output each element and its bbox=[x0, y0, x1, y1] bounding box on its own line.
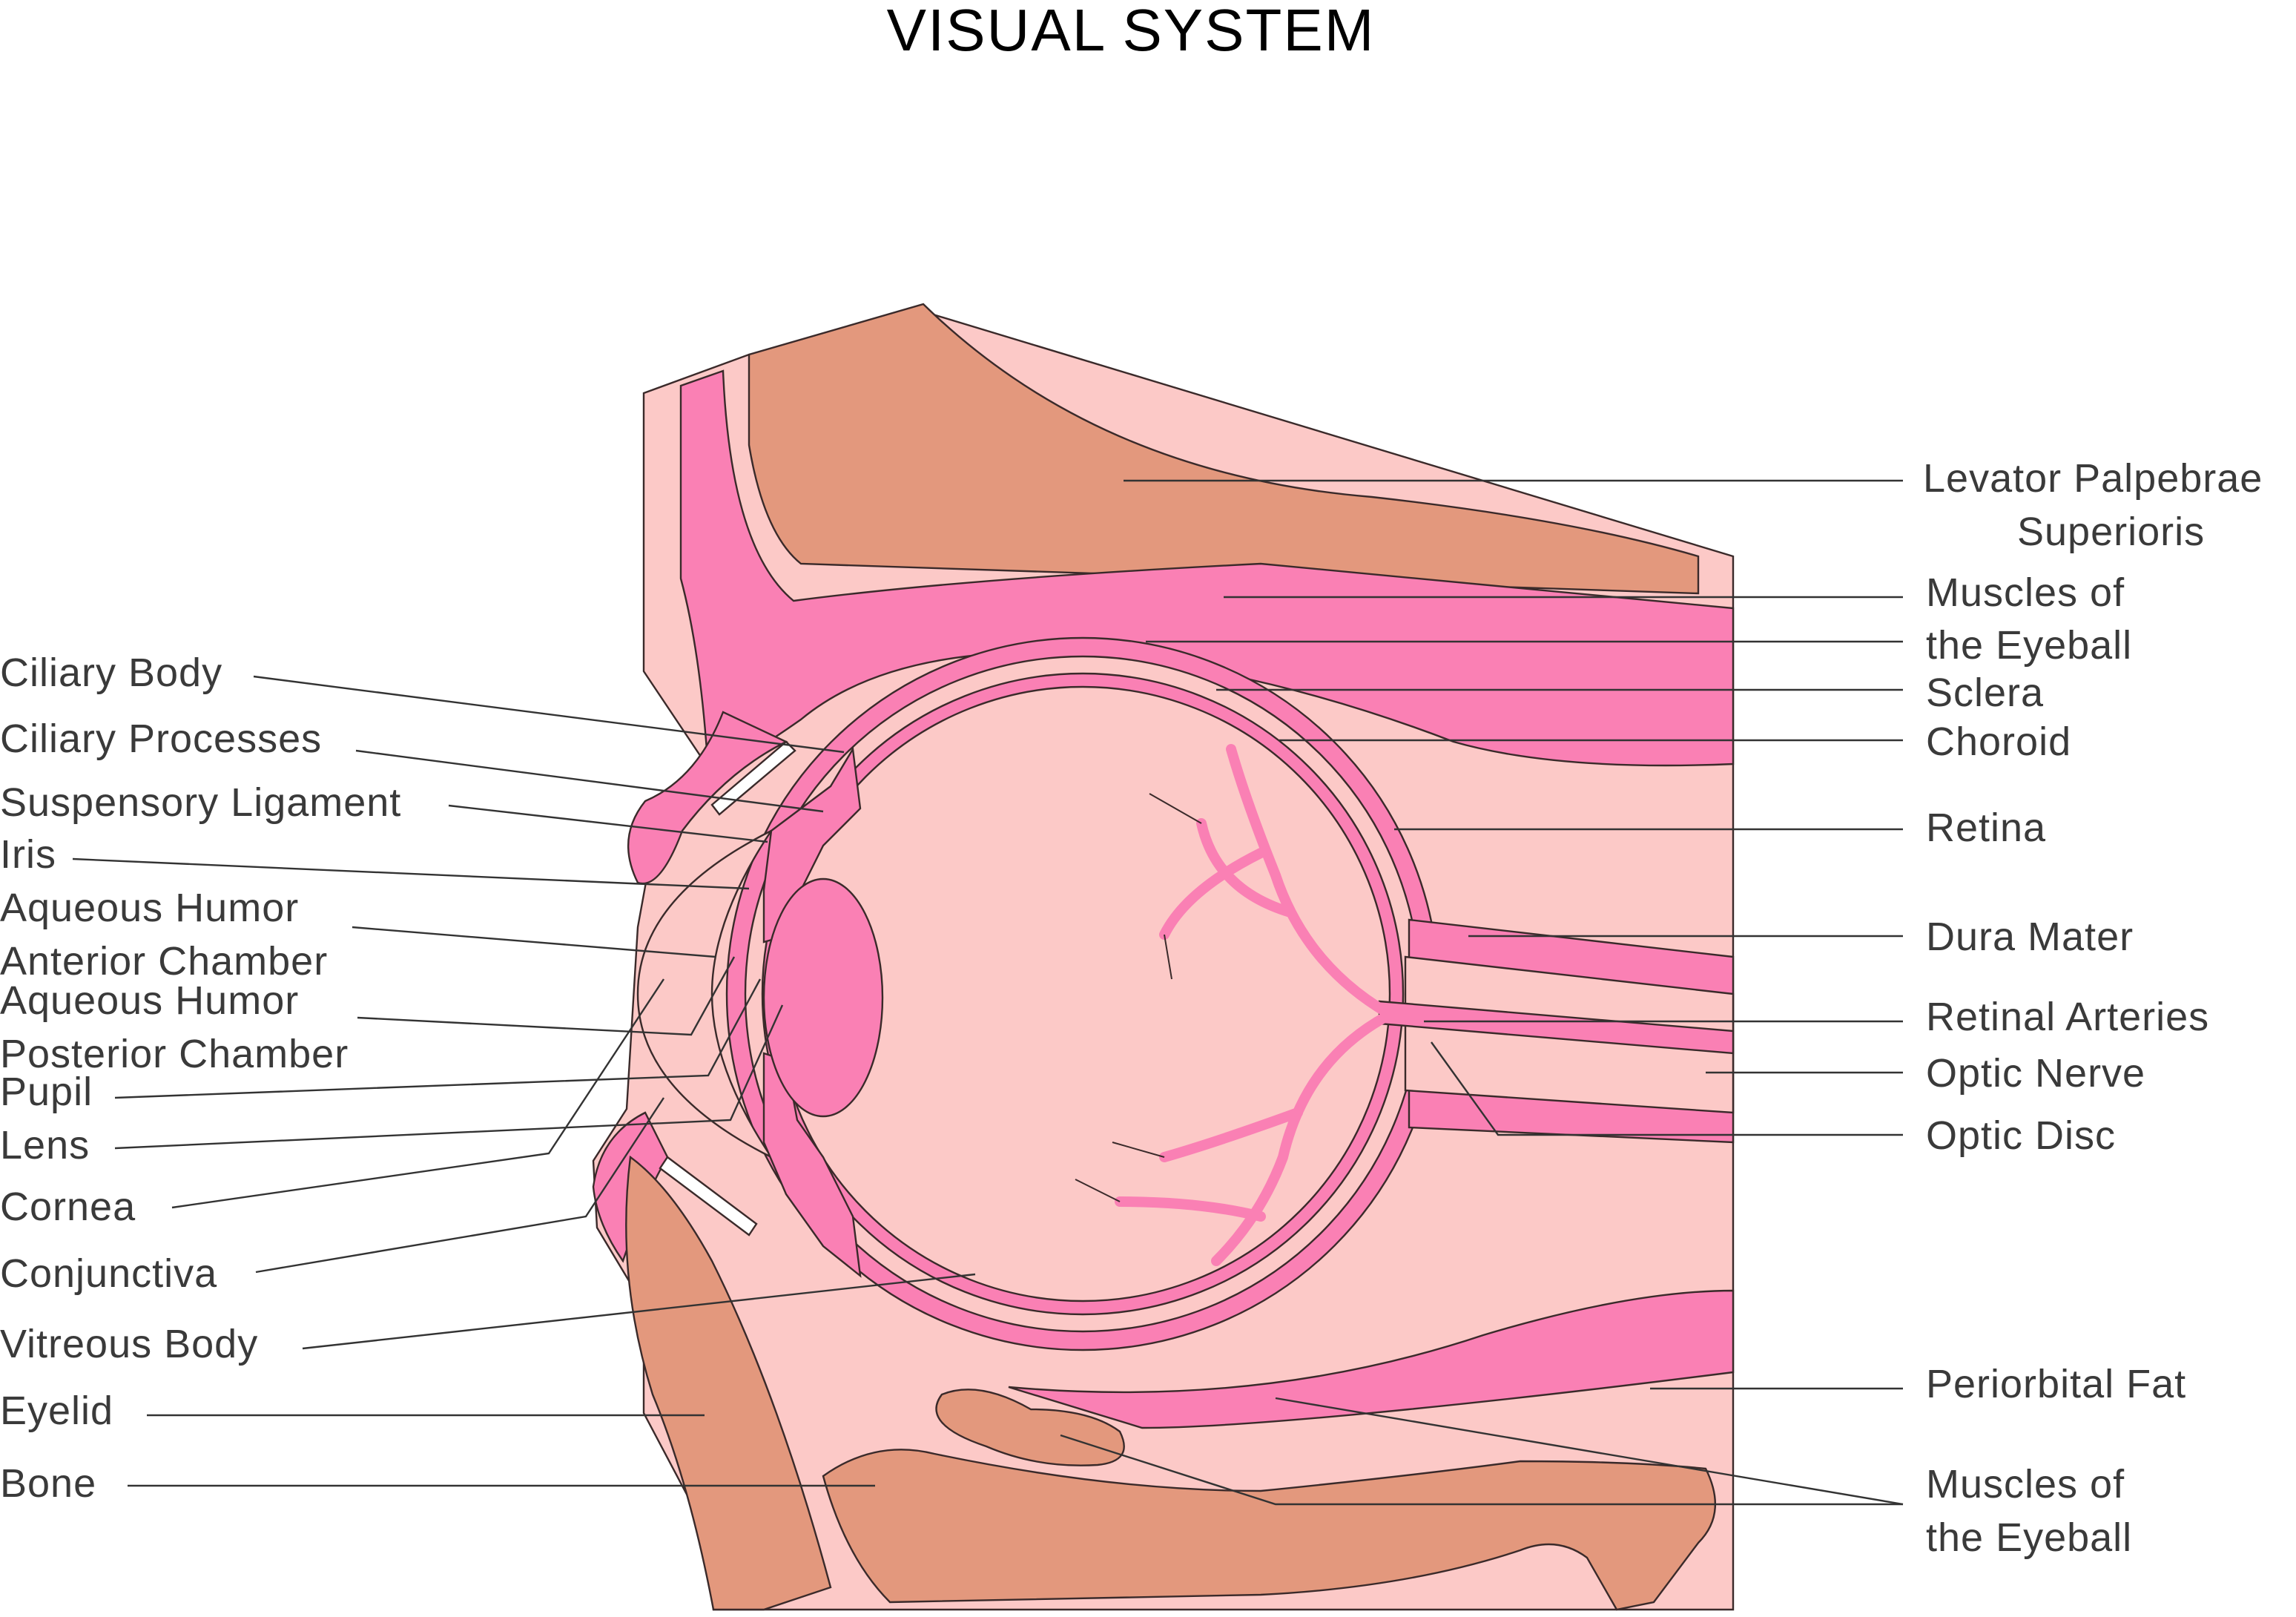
label-cornea: Cornea bbox=[0, 1185, 136, 1229]
label-muscles-eyeball-bottom-line2: the Eyeball bbox=[1926, 1515, 2132, 1560]
lower-muscle-band bbox=[1008, 1289, 1735, 1429]
label-pupil: Pupil bbox=[0, 1070, 93, 1114]
label-retinal-arteries: Retinal Arteries bbox=[1926, 995, 2209, 1039]
label-periorbital-fat: Periorbital Fat bbox=[1926, 1362, 2186, 1406]
label-bone: Bone bbox=[0, 1461, 96, 1506]
label-optic-disc: Optic Disc bbox=[1926, 1113, 2116, 1158]
label-dura-mater: Dura Mater bbox=[1926, 915, 2134, 959]
label-posterior-chamber: Posterior Chamber bbox=[0, 1032, 349, 1076]
label-conjunctiva: Conjunctiva bbox=[0, 1251, 217, 1296]
label-levator-palpebrae-line2: Superioris bbox=[2017, 510, 2205, 554]
label-ciliary-body: Ciliary Body bbox=[0, 651, 222, 695]
upper-eyelid-tear bbox=[710, 740, 796, 816]
label-vitreous-body: Vitreous Body bbox=[0, 1322, 258, 1366]
label-levator-palpebrae: Levator Palpebrae bbox=[1923, 456, 2263, 501]
label-aqueous-humor-anterior: Aqueous Humor bbox=[0, 886, 299, 930]
right-leader-lines bbox=[1060, 479, 1904, 1506]
lower-eyelid-tear bbox=[659, 1156, 758, 1236]
inferior-oblique-muscle bbox=[935, 1389, 1125, 1466]
retinal-vessel-tips bbox=[1075, 793, 1202, 1202]
iris-upper bbox=[762, 746, 862, 943]
label-muscles-eyeball-top-line2: the Eyeball bbox=[1926, 623, 2132, 668]
left-leader-lines bbox=[72, 675, 976, 1487]
right-labels: Levator Palpebrae Superioris Muscles of … bbox=[1923, 456, 2263, 1560]
label-muscles-eyeball-bottom: Muscles of bbox=[1926, 1462, 2125, 1506]
label-ciliary-processes: Ciliary Processes bbox=[0, 717, 322, 761]
label-aqueous-humor-posterior: Aqueous Humor bbox=[0, 978, 299, 1023]
label-retina: Retina bbox=[1926, 806, 2046, 850]
lower-eyelid-bone bbox=[625, 1155, 832, 1611]
label-lens: Lens bbox=[0, 1123, 90, 1168]
left-labels: Ciliary Body Ciliary Processes Suspensor… bbox=[0, 651, 401, 1506]
label-sclera: Sclera bbox=[1926, 671, 2044, 715]
label-eyelid: Eyelid bbox=[0, 1389, 113, 1433]
label-choroid: Choroid bbox=[1926, 719, 2071, 764]
cornea-shape bbox=[636, 828, 774, 1160]
diagram-title: VISUAL SYSTEM bbox=[887, 0, 1376, 63]
label-muscles-eyeball-top: Muscles of bbox=[1926, 570, 2125, 615]
label-iris: Iris bbox=[0, 832, 56, 877]
label-anterior-chamber: Anterior Chamber bbox=[0, 939, 328, 984]
label-suspensory-ligament: Suspensory Ligament bbox=[0, 780, 401, 825]
lens-shape bbox=[762, 877, 884, 1118]
retinal-vessels bbox=[1115, 744, 1392, 1266]
upper-bone bbox=[748, 303, 1700, 595]
eye-cross-section bbox=[592, 303, 1735, 1611]
upper-eyelid bbox=[627, 711, 788, 885]
label-optic-nerve: Optic Nerve bbox=[1926, 1051, 2145, 1096]
lower-bone bbox=[822, 1449, 1717, 1611]
